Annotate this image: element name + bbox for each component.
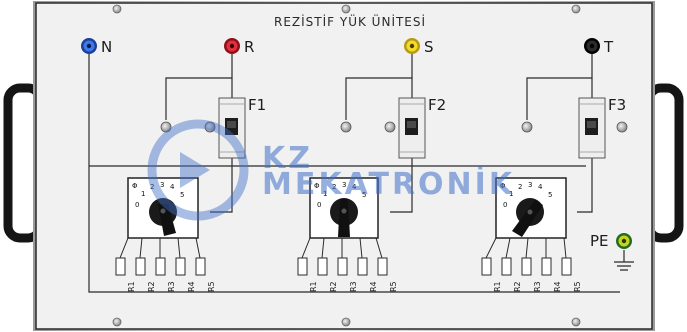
screw <box>341 4 351 14</box>
switch-knob <box>512 200 543 237</box>
resistor-bank-2 <box>297 237 388 276</box>
jack-hole <box>589 43 595 49</box>
screw <box>112 4 122 14</box>
terminal-label-PE: PE <box>590 232 609 250</box>
resistor-label: R5 <box>207 281 216 292</box>
screw <box>341 317 351 327</box>
switch-pos-4: 4 <box>538 183 543 191</box>
resistor-label: R4 <box>553 281 562 292</box>
screw <box>112 317 122 327</box>
fuse-F3[interactable] <box>578 97 606 159</box>
screw <box>340 121 352 133</box>
terminal-PE[interactable] <box>616 233 632 249</box>
screw <box>571 4 581 14</box>
fuse-label-F1: F1 <box>248 96 266 114</box>
switch-pos-3: 3 <box>342 181 346 189</box>
terminal-S[interactable] <box>404 38 420 54</box>
terminal-label-N: N <box>101 38 112 56</box>
watermark-line2: MEKATRONİK <box>262 166 515 202</box>
switch-phi: Φ <box>132 182 138 190</box>
screw <box>160 121 172 133</box>
fuse-F2[interactable] <box>398 97 426 159</box>
rotary-switch-1[interactable]: Φ 0 1 2 3 4 5 <box>127 177 199 239</box>
switch-phi: Φ <box>314 182 320 190</box>
switch-pos-3: 3 <box>528 181 532 189</box>
screw <box>384 121 396 133</box>
switch-pos-1: 1 <box>509 190 513 198</box>
jack-hole <box>229 43 235 49</box>
switch-pos-3: 3 <box>160 181 164 189</box>
watermark-logo-mark <box>180 152 210 188</box>
switch-pos-2: 2 <box>518 183 522 191</box>
screw <box>204 121 216 133</box>
resistor-label: R2 <box>147 281 156 292</box>
resistor-label: R4 <box>187 281 196 292</box>
fuse-F1[interactable] <box>218 97 246 159</box>
switch-pos-2: 2 <box>332 183 336 191</box>
resistor-label: R3 <box>167 281 176 292</box>
switch-phi: Φ <box>500 182 506 190</box>
switch-pos-0: 0 <box>135 201 139 209</box>
fuse-label-F2: F2 <box>428 96 446 114</box>
screws <box>112 4 628 327</box>
resistor-label: R1 <box>309 281 318 292</box>
switch-pos-2: 2 <box>150 183 154 191</box>
terminal-label-T: T <box>603 38 614 56</box>
terminal-label-S: S <box>424 38 434 56</box>
resistor-label: R5 <box>573 281 582 292</box>
switch-pos-4: 4 <box>170 183 175 191</box>
jack-hole <box>86 43 92 49</box>
switch-pos-5: 5 <box>180 191 184 199</box>
watermark-logo-ring <box>147 119 249 221</box>
resistor-bank-3 <box>481 237 572 276</box>
resistor-bank-1 <box>115 237 206 276</box>
terminal-N[interactable] <box>81 38 97 54</box>
switch-pos-5: 5 <box>362 191 366 199</box>
screw <box>521 121 533 133</box>
jack-hole <box>621 238 627 244</box>
resistor-label: R3 <box>533 281 542 292</box>
fuse-label-F3: F3 <box>608 96 626 114</box>
resistor-label: R2 <box>513 281 522 292</box>
watermark-line1: KZ <box>262 141 313 176</box>
switch-pos-5: 5 <box>548 191 552 199</box>
rotary-switch-2[interactable]: Φ 0 1 2 3 4 5 <box>309 177 379 239</box>
resistor-label: R3 <box>349 281 358 292</box>
terminal-R[interactable] <box>224 38 240 54</box>
resistor-label: R2 <box>329 281 338 292</box>
rotary-switch-3[interactable]: Φ 0 1 2 3 4 5 <box>495 177 567 239</box>
terminal-T[interactable] <box>584 38 600 54</box>
switch-pos-0: 0 <box>503 201 507 209</box>
switch-pos-1: 1 <box>141 190 145 198</box>
jack-hole <box>409 43 415 49</box>
screw <box>571 317 581 327</box>
switch-pos-0: 0 <box>317 201 321 209</box>
watermark: KZ MEKATRONİK <box>147 119 515 221</box>
switch-knob <box>338 199 350 237</box>
switch-pos-1: 1 <box>323 190 327 198</box>
wiring <box>88 54 634 293</box>
screw <box>616 121 628 133</box>
resistor-label: R5 <box>389 281 398 292</box>
resistor-label: R1 <box>127 281 136 292</box>
switch-pos-4: 4 <box>352 183 357 191</box>
resistor-label: R4 <box>369 281 378 292</box>
terminal-label-R: R <box>244 38 254 56</box>
panel-title: REZİSTİF YÜK ÜNİTESİ <box>274 13 426 29</box>
resistor-label: R1 <box>493 281 502 292</box>
